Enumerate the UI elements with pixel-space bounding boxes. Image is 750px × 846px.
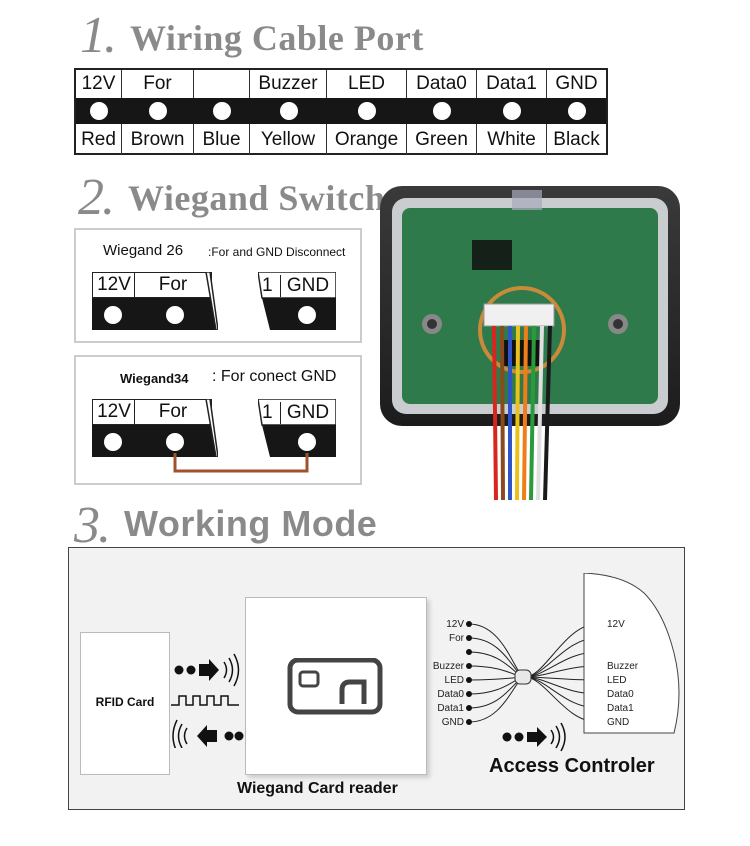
wiring-dot-row	[76, 98, 606, 124]
controller-pin	[607, 646, 638, 660]
pin-dot	[149, 102, 167, 120]
color-green: Green	[407, 124, 477, 155]
color-black: Black	[553, 128, 600, 150]
reader-pin-labels: 12V For Buzzer LED Data0 Data1 GND	[424, 618, 464, 730]
reader-pin: Buzzer	[432, 661, 464, 672]
wiegand26-left-connector: 12V For	[92, 272, 218, 330]
section-1-number: 1.	[80, 7, 117, 64]
pin-1-label: 1	[262, 402, 273, 423]
rfid-card-label: RFID Card	[95, 695, 155, 709]
wiegand26-title: Wiegand 26	[103, 242, 184, 259]
signal-data1: Data1	[477, 70, 547, 98]
pin-dot	[213, 102, 231, 120]
card-icon	[287, 658, 383, 715]
signal-blank	[194, 70, 250, 98]
access-controller-shape	[583, 573, 680, 734]
card-signal-icons	[171, 653, 244, 748]
wiegand26-left-shape	[92, 272, 218, 330]
wiring-table: 12V For Buzzer LED Data0 Data1 GND Red B…	[74, 68, 608, 155]
reader-pin: LED	[444, 675, 464, 686]
reader-label: Wiegand Card reader	[237, 780, 398, 797]
rfid-card: RFID Card	[80, 632, 170, 775]
controller-pin: 12V	[607, 619, 625, 630]
controller-pin-labels: 12V Buzzer LED Data0 Data1 GND	[607, 618, 638, 730]
pin-12v-label: 12V	[92, 399, 136, 425]
signal-12v: 12V	[76, 70, 122, 98]
pin-dot	[90, 102, 108, 120]
pin-dot	[104, 433, 122, 451]
pin-dot	[503, 102, 521, 120]
pin-for-label: For	[134, 399, 212, 425]
color-red: Red	[76, 124, 122, 155]
controller-signal-icon	[502, 722, 566, 752]
controller-pin: GND	[607, 717, 630, 728]
pin-dot	[166, 306, 184, 324]
pin-for-label: For	[134, 272, 212, 298]
signal-gnd: GND	[555, 73, 598, 94]
reader-pin: GND	[441, 717, 464, 728]
pin-gnd-label: GND	[280, 275, 335, 297]
controller-pin: Buzzer	[607, 661, 639, 672]
color-blue: Blue	[194, 124, 250, 155]
pin-1-label: 1	[262, 275, 273, 296]
reader-pin: 12V	[446, 619, 464, 630]
signal-buzzer: Buzzer	[250, 70, 327, 98]
controller-pin: Data1	[607, 703, 634, 714]
wiegand34-note: : For conect GND	[212, 368, 337, 385]
wiring-signal-row: 12V For Buzzer LED Data0 Data1 GND	[76, 70, 606, 98]
pin-dot	[298, 306, 316, 324]
pin-gnd-label: GND	[280, 402, 335, 424]
color-yellow: Yellow	[250, 124, 327, 155]
pin-dot	[567, 102, 586, 120]
pin-dot	[279, 102, 298, 120]
for-gnd-link-wire	[173, 453, 309, 473]
wiegand26-box: Wiegand 26 :For and GND Disconnect 12V F…	[74, 228, 362, 343]
signal-data0: Data0	[407, 70, 477, 98]
section-3-title: Working Mode	[124, 503, 378, 544]
pin-dot	[358, 102, 376, 120]
section-2-title: Wiegand Switch	[128, 178, 386, 218]
wiegand26-right-connector: 1 GND	[258, 272, 336, 330]
wiegand34-right-connector: 1 GND	[258, 399, 336, 457]
working-mode-panel: RFID Card Wiegand Card reader 12V For Bu…	[68, 547, 685, 810]
signal-for: For	[122, 70, 194, 98]
reader-pin: For	[449, 633, 464, 644]
controller-pin: LED	[607, 675, 627, 686]
pin-dot	[298, 433, 316, 451]
pin-dot	[104, 306, 122, 324]
controller-label: Access Controler	[489, 755, 655, 777]
wiegand34-left-connector: 12V For	[92, 399, 218, 457]
wiegand34-title: Wiegand34	[120, 371, 189, 386]
wiegand34-box: Wiegand34 : For conect GND 12V For 1 GND	[74, 355, 362, 485]
controller-pin	[607, 632, 638, 646]
color-brown: Brown	[122, 124, 194, 155]
pin-12v-label: 12V	[92, 272, 136, 298]
signal-led: LED	[327, 70, 407, 98]
reader-pin: Data1	[437, 703, 464, 714]
reader-pin	[424, 646, 464, 660]
pin-dot	[166, 433, 184, 451]
section-2-number: 2.	[78, 169, 115, 226]
card-reader	[245, 597, 427, 775]
section-1-title: Wiring Cable Port	[130, 18, 424, 58]
reader-pin: Data0	[437, 689, 464, 700]
color-white: White	[477, 124, 547, 155]
color-orange: Orange	[327, 124, 407, 155]
section-3-number: 3.	[74, 497, 111, 554]
controller-pin: Data0	[607, 689, 634, 700]
wiegand26-note: :For and GND Disconnect	[208, 245, 346, 259]
pin-dot	[433, 102, 451, 120]
reader-pcb-photo	[380, 186, 680, 500]
wiring-color-row: Red Brown Blue Yellow Orange Green White…	[76, 124, 606, 155]
